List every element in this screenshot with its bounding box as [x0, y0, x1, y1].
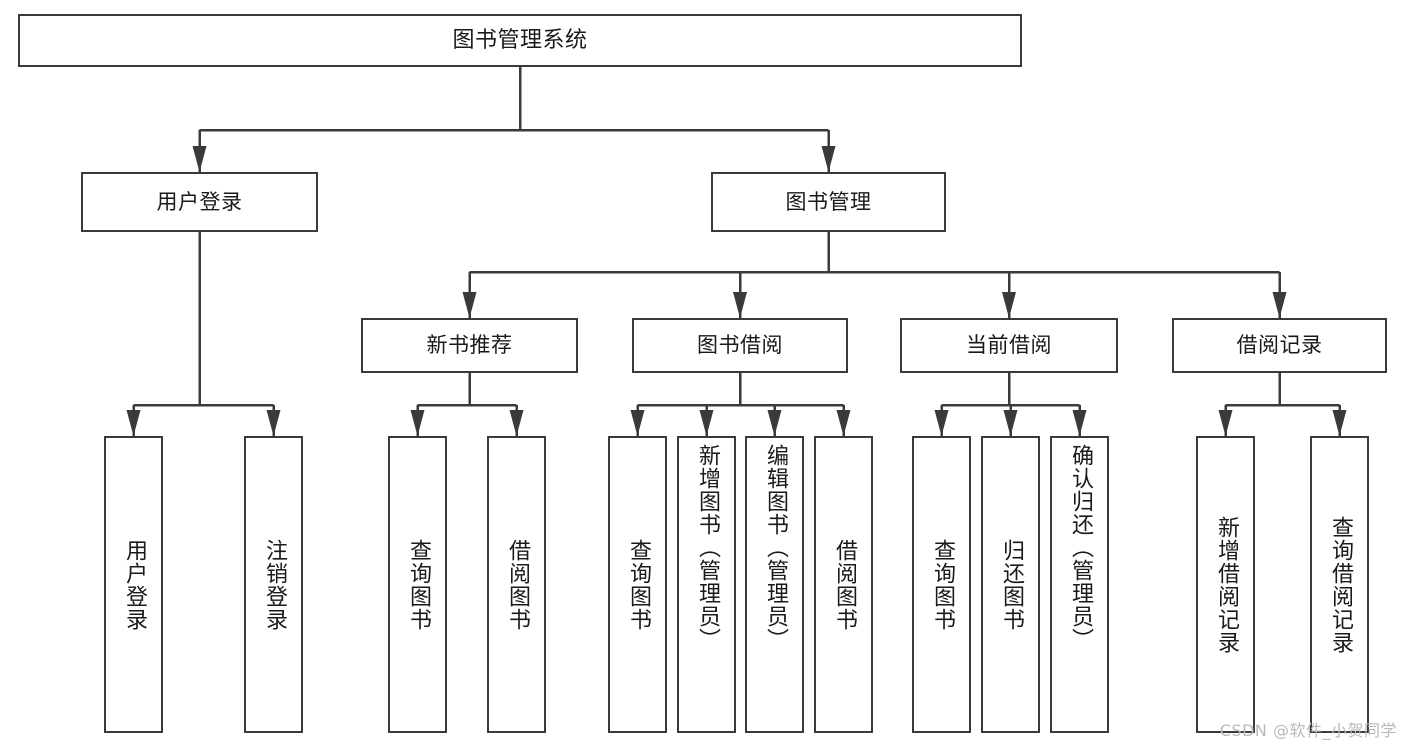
- leaf-return-book: 归还图书: [981, 436, 1040, 733]
- leaf-add-borrow-record: 新增借阅记录: [1196, 436, 1255, 733]
- leaf-edit-book: 编辑图书（管理员）: [745, 436, 804, 733]
- leaf-borrow-book-recommend: 借阅图书: [487, 436, 546, 733]
- leaf-borrow-book-recommend-label: 借阅图书: [504, 538, 530, 631]
- leaf-add-book: 新增图书（管理员）: [677, 436, 736, 733]
- leaf-query-book-recommend: 查询图书: [388, 436, 447, 733]
- leaf-logout-label: 注销登录: [261, 538, 287, 631]
- node-root-label: 图书管理系统: [452, 27, 588, 53]
- leaf-add-book-label: 新增图书（管理员）: [694, 444, 720, 651]
- leaf-user-login: 用户登录: [104, 436, 163, 733]
- leaf-return-book-label: 归还图书: [998, 538, 1024, 631]
- leaf-query-book-borrow-label: 查询图书: [625, 538, 651, 631]
- node-book-borrow: 图书借阅: [632, 318, 848, 373]
- node-current-borrow: 当前借阅: [900, 318, 1118, 373]
- leaf-borrow-book-label: 借阅图书: [831, 538, 857, 631]
- node-root: 图书管理系统: [18, 14, 1022, 67]
- leaf-query-borrow-record-label: 查询借阅记录: [1327, 515, 1353, 654]
- node-book-manage: 图书管理: [711, 172, 946, 232]
- leaf-query-book-current-label: 查询图书: [929, 538, 955, 631]
- leaf-query-book-borrow: 查询图书: [608, 436, 667, 733]
- node-new-book-recommend: 新书推荐: [361, 318, 578, 373]
- leaf-add-borrow-record-label: 新增借阅记录: [1213, 515, 1239, 654]
- node-user-login: 用户登录: [81, 172, 318, 232]
- leaf-confirm-return: 确认归还（管理员）: [1050, 436, 1109, 733]
- csdn-watermark: CSDN @软件_小贺同学: [1219, 721, 1397, 740]
- leaf-confirm-return-label: 确认归还（管理员）: [1067, 444, 1093, 651]
- node-new-book-recommend-label: 新书推荐: [426, 333, 513, 358]
- leaf-logout: 注销登录: [244, 436, 303, 733]
- node-user-login-label: 用户登录: [156, 189, 243, 214]
- node-borrow-record: 借阅记录: [1172, 318, 1387, 373]
- leaf-query-book-current: 查询图书: [912, 436, 971, 733]
- leaf-edit-book-label: 编辑图书（管理员）: [762, 444, 788, 651]
- node-current-borrow-label: 当前借阅: [966, 333, 1052, 358]
- node-book-manage-label: 图书管理: [785, 189, 872, 214]
- leaf-borrow-book: 借阅图书: [814, 436, 873, 733]
- node-borrow-record-label: 借阅记录: [1236, 333, 1323, 358]
- leaf-query-book-recommend-label: 查询图书: [405, 538, 431, 631]
- node-book-borrow-label: 图书借阅: [697, 333, 783, 358]
- leaf-query-borrow-record: 查询借阅记录: [1310, 436, 1369, 733]
- leaf-user-login-label: 用户登录: [121, 538, 147, 631]
